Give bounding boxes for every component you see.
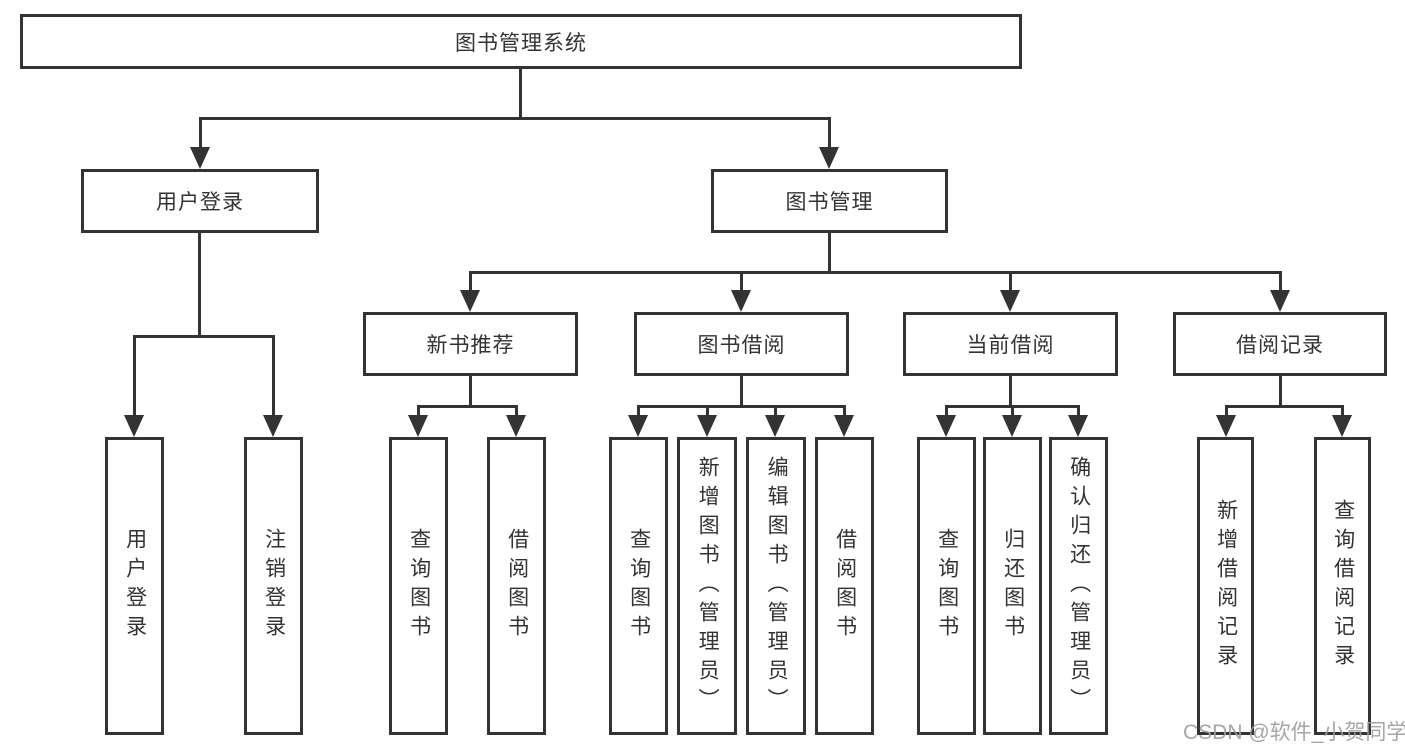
connector-line [272,335,275,417]
node-logout-label: 注销登录 [262,528,286,644]
connector-line [198,232,201,338]
node-confirm-return-admin: 确认归还（管理员） [1049,437,1108,735]
arrowhead-down [124,415,144,437]
connector-line [1009,271,1012,292]
connector-line [774,405,777,417]
node-borrow-books-leaf-label: 借阅图书 [833,528,857,644]
connector-line [828,232,831,273]
arrowhead-down [1332,415,1352,437]
connector-line [843,405,846,417]
node-user-login-leaf-label: 用户登录 [123,528,147,644]
node-query-borrow-record: 查询借阅记录 [1314,437,1371,735]
node-add-borrow-record: 新增借阅记录 [1197,437,1254,735]
arrowhead-down [460,290,480,312]
arrowhead-down [1000,290,1020,312]
connector-line [828,117,831,149]
node-edit-book-admin: 编辑图书（管理员） [746,437,806,735]
arrowhead-down [936,415,956,437]
node-query-books-recommend-label: 查询图书 [407,528,431,644]
node-query-books-current: 查询图书 [917,437,976,735]
connector-line [199,117,202,149]
connector-line [945,405,948,417]
connector-line [1279,271,1282,292]
connector-line [417,405,420,417]
connector-line [637,405,640,417]
node-current-borrowing-label: 当前借阅 [966,334,1055,357]
node-book-borrowing: 图书借阅 [634,312,849,376]
arrowhead-down [263,415,283,437]
connector-line [1077,405,1080,417]
node-logout: 注销登录 [244,437,303,735]
arrowhead-down [628,415,648,437]
connector-line [740,271,743,292]
node-return-books: 归还图书 [983,437,1042,735]
connector-line [515,405,518,417]
arrowhead-down [819,147,839,169]
connector-line [1341,405,1344,417]
node-query-borrow-record-label: 查询借阅记录 [1331,499,1355,673]
node-borrow-books-recommend-label: 借阅图书 [505,528,529,644]
arrowhead-down [1216,415,1236,437]
node-add-book-admin-label: 新增图书（管理员） [696,455,720,717]
node-borrowing-records: 借阅记录 [1173,312,1387,376]
node-user-login-label: 用户登录 [156,191,244,214]
node-borrow-books-recommend: 借阅图书 [487,437,546,735]
node-current-borrowing: 当前借阅 [903,312,1118,376]
node-library-system-label: 图书管理系统 [455,31,587,55]
connector-line [519,69,522,117]
connector-line [469,375,472,407]
connector-line [1011,405,1014,417]
connector-line [1009,375,1012,407]
node-query-books-borrowing: 查询图书 [609,437,668,735]
arrowhead-down [731,290,751,312]
connector-line [469,271,472,292]
arrowhead-down [765,415,785,437]
connector-line [199,117,831,120]
node-new-book-recommendation: 新书推荐 [363,312,578,376]
node-return-books-label: 归还图书 [1001,528,1025,644]
connector-line [1225,405,1343,408]
node-edit-book-admin-label: 编辑图书（管理员） [765,455,789,717]
arrowhead-down [1068,415,1088,437]
connector-line [1279,375,1282,407]
node-book-management-label: 图书管理 [785,191,874,214]
node-borrow-books-leaf: 借阅图书 [815,437,874,735]
csdn-watermark: CSDN @软件_小贺同学 [1183,721,1405,744]
connector-line [740,375,743,407]
arrowhead-down [190,147,210,169]
connector-line [133,335,274,338]
node-query-books-current-label: 查询图书 [935,528,959,644]
node-confirm-return-admin-label: 确认归还（管理员） [1067,455,1091,717]
node-add-book-admin: 新增图书（管理员） [677,437,737,735]
node-user-login-leaf: 用户登录 [105,437,164,735]
arrowhead-down [1270,290,1290,312]
arrowhead-down [506,415,526,437]
connector-line [133,335,136,417]
node-borrowing-records-label: 借阅记录 [1236,334,1324,357]
connector-line [1225,405,1228,417]
node-add-borrow-record-label: 新增借阅记录 [1214,499,1238,673]
node-library-system: 图书管理系统 [20,14,1022,69]
connector-line [469,271,1282,274]
arrowhead-down [834,415,854,437]
node-book-borrowing-label: 图书借阅 [697,334,786,357]
node-new-book-recommendation-label: 新书推荐 [426,334,515,357]
connector-line [417,405,518,408]
node-user-login: 用户登录 [81,169,319,233]
arrowhead-down [408,415,428,437]
arrowhead-down [1002,415,1022,437]
node-query-books-borrowing-label: 查询图书 [627,528,651,644]
node-query-books-recommend: 查询图书 [389,437,448,735]
arrowhead-down [697,415,717,437]
node-book-management: 图书管理 [711,169,948,233]
connector-line [706,405,709,417]
connector-line [637,405,845,408]
